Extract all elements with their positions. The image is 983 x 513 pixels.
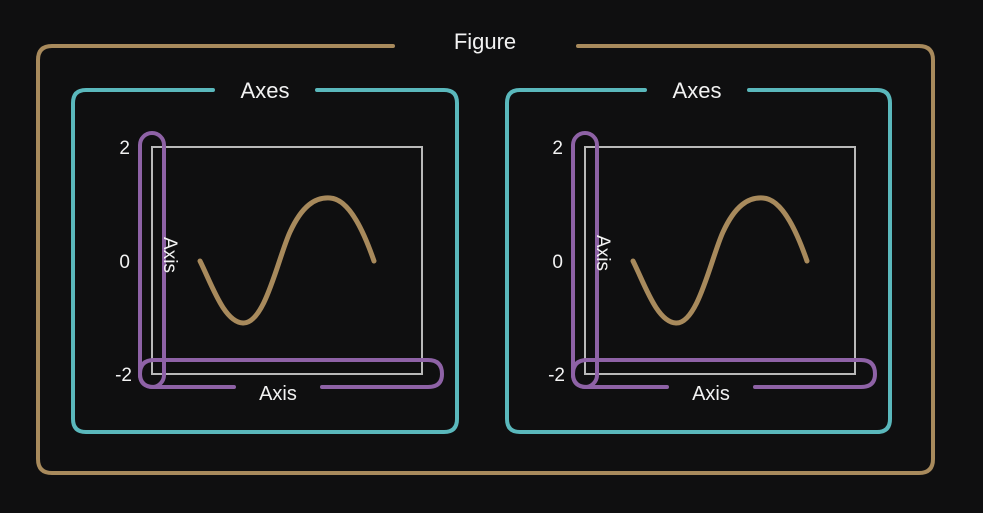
- axes-frame: [505, 88, 892, 434]
- y-tick-label-mid: 0: [552, 252, 563, 273]
- x-axis-highlight: [570, 358, 878, 389]
- sine-curve: [630, 195, 810, 326]
- x-axis-label: Axis: [259, 383, 297, 405]
- y-axis-label: Axis: [159, 237, 180, 273]
- axes-label: Axes: [241, 78, 290, 103]
- axes-frame: [71, 88, 459, 434]
- axes-panel-1: Axes 2 0 -2 Axis Axis: [71, 78, 459, 434]
- x-axis-label: Axis: [692, 383, 730, 405]
- y-tick-label-top: 2: [119, 138, 130, 159]
- y-axis-label: Axis: [592, 235, 613, 271]
- x-axis-highlight: [137, 358, 445, 389]
- y-tick-label-bottom: -2: [115, 365, 132, 386]
- axes-panel-2: Axes 2 0 -2 Axis Axis: [505, 78, 892, 434]
- plot-area-frame: [584, 146, 856, 375]
- figure-label: Figure: [454, 29, 516, 54]
- figure-frame: [36, 44, 935, 475]
- plot-area-frame: [151, 146, 423, 375]
- y-tick-label-top: 2: [552, 138, 563, 159]
- y-tick-label-mid: 0: [119, 252, 130, 273]
- axes-label: Axes: [673, 78, 722, 103]
- y-tick-label-bottom: -2: [548, 365, 565, 386]
- sine-curve: [197, 195, 377, 326]
